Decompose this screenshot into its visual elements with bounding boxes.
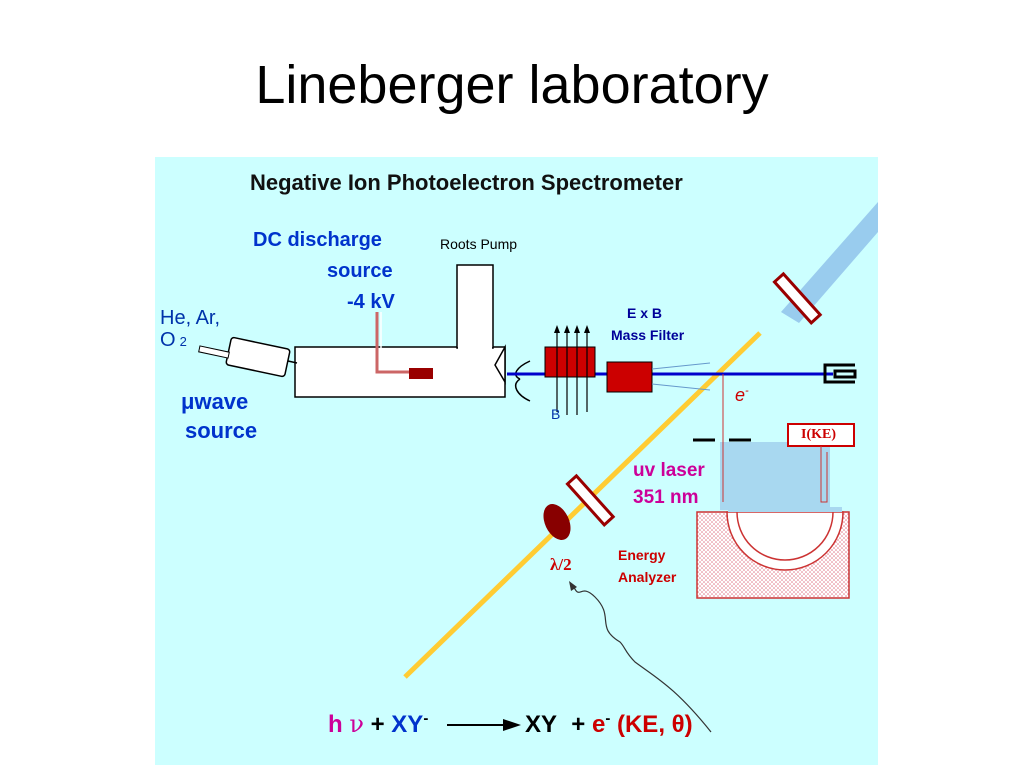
discharge-electrode (375, 312, 410, 374)
gas-inlet-subscript: 2 (179, 334, 187, 349)
diagram-title: Negative Ion Photoelectron Spectrometer (250, 170, 683, 195)
reaction-neutral: XY (525, 711, 557, 738)
gas-inlet-tube (198, 345, 230, 359)
analyzer-label-2: Analyzer (618, 569, 677, 585)
electron-charge: - (745, 385, 749, 397)
microwave-source-label: source (185, 418, 258, 443)
laser-exit-beam (781, 202, 878, 323)
slide-title: Lineberger laboratory (255, 55, 769, 115)
spectrometer-diagram: Negative Ion Photoelectron Spectrometer … (155, 157, 878, 765)
electron-label: e- (735, 385, 749, 406)
gas-inlet-label: He, Ar, (160, 307, 221, 329)
reaction-electron-charge: - (605, 710, 611, 727)
upper-mirror (772, 271, 823, 325)
mass-filter-label-1: E x B (627, 305, 663, 321)
reaction-products: XY + e- (KE, θ) (525, 710, 693, 739)
laser-window (565, 473, 616, 527)
nozzle (494, 344, 506, 385)
laser-wavelength: 351 nm (633, 487, 699, 508)
reaction-anion: XY (391, 711, 424, 738)
reaction-plus-2: + (571, 711, 586, 738)
waveplate-label: λ/2 (550, 555, 572, 574)
roots-pump-tube (456, 264, 494, 349)
waveplate-pointer (572, 584, 712, 733)
dc-discharge-voltage: -4 kV (347, 291, 395, 313)
discharge-cathode (409, 368, 433, 379)
mass-filter-label-2: Mass Filter (611, 327, 685, 343)
diagram-graphics (198, 202, 878, 733)
laser-beam (403, 331, 762, 679)
analyzer-label-1: Energy (618, 547, 666, 563)
reaction-plus-1: + (370, 711, 385, 738)
microwave-source (225, 336, 291, 378)
reaction-ke-theta: (KE, θ) (616, 711, 693, 738)
beam-stop (823, 363, 857, 384)
reaction-electron: e (591, 711, 606, 738)
skimmer (515, 360, 531, 402)
gas-inlet-o: O (160, 329, 176, 351)
electron-symbol: e (735, 385, 746, 405)
half-wave-plate (543, 504, 571, 540)
reaction-nu: ν (349, 710, 364, 738)
dc-discharge-label: DC discharge (253, 229, 382, 251)
reaction-h: h (328, 711, 343, 738)
magnetic-field-label: B (551, 406, 561, 422)
reaction-anion-charge: - (423, 710, 429, 727)
detector-region (720, 442, 830, 510)
mass-filter (606, 361, 653, 393)
ike-label: I(KE) (801, 427, 836, 442)
laser-label: uv laser (633, 460, 705, 481)
reaction-equation: h ν + XY- (328, 710, 428, 739)
microwave-label: μwave (181, 389, 249, 414)
dc-discharge-source: source (327, 260, 393, 282)
roots-pump-label: Roots Pump (440, 236, 518, 252)
